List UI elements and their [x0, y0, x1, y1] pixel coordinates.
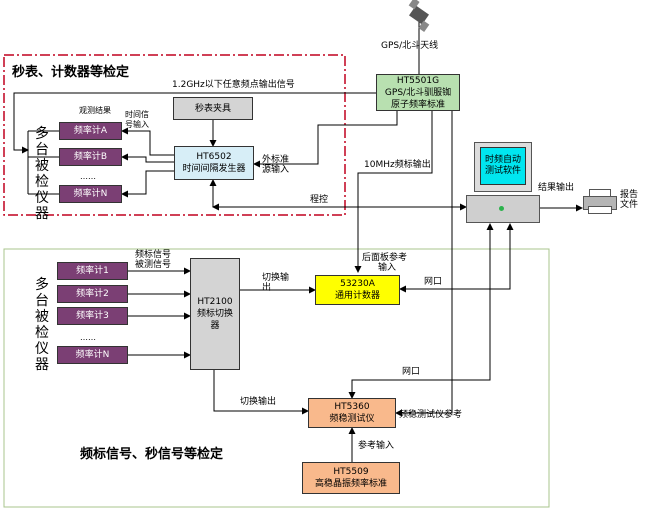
screen-line-1: 时频自动	[484, 155, 521, 165]
freq-signal-line-2: 被测信号	[135, 260, 172, 270]
switcher-line-1: HT2100	[197, 297, 233, 307]
time-signal-label: 时间信 号输入	[125, 110, 149, 130]
counter-3: 频率计3	[57, 307, 128, 325]
counter-b: 频率计B	[59, 148, 122, 166]
switch-out-1-line-2: 出	[262, 283, 272, 293]
generator-line-2: 时间间隔发生器	[182, 164, 246, 174]
gps-antenna-label: GPS/北斗天线	[381, 41, 439, 51]
bottom-devices-label: 多 台 被 检 仪 器	[34, 277, 50, 373]
screen-line-2: 测试软件	[484, 166, 521, 176]
time-interval-generator: HT6502 时间间隔发生器	[174, 146, 254, 180]
report-line-2: 文件	[620, 200, 639, 210]
switcher-line-2: 频标切换	[196, 309, 233, 319]
stability-ref-label: 频稳测试仪参考	[399, 410, 463, 420]
source-line-1: HT5509	[333, 467, 369, 477]
printer-icon	[583, 189, 617, 214]
stability-line-2: 频稳测试仪	[329, 414, 375, 424]
bottom-dots: ……	[80, 333, 96, 342]
bottom-devices-char: 多	[35, 277, 49, 293]
bottom-devices-char: 被	[35, 309, 49, 325]
computer-monitor: 时频自动 测试软件	[474, 142, 532, 192]
gps-line-1: HT5501G	[396, 75, 440, 86]
network-port-label-2: 网口	[402, 367, 421, 377]
universal-counter: 53230A 通用计数器	[315, 275, 400, 305]
counter-n-bottom: 频率计N	[57, 346, 128, 364]
counter-b-label: 频率计B	[73, 152, 108, 162]
power-led-icon	[499, 206, 504, 211]
gps-frequency-standard: HT5501G GPS/北斗驯服铷 原子频率标准	[376, 74, 460, 111]
rear-ref-line-1: 后面板参考	[362, 253, 408, 263]
ext-ref-line-2: 源输入	[262, 165, 290, 175]
bottom-devices-char: 检	[35, 325, 49, 341]
satellite-icon	[408, 0, 430, 33]
signal-output-label: 1.2GHz以下任意频点输出信号	[172, 80, 295, 90]
observe-result-label: 观测结果	[79, 106, 111, 115]
bottom-devices-char: 台	[35, 293, 49, 309]
counter-2-label: 频率计2	[76, 289, 109, 299]
freq-signal-line-1: 频标信号	[135, 250, 172, 260]
counter-1: 频率计1	[57, 262, 128, 280]
counter-3-label: 频率计3	[76, 311, 109, 321]
counter-a: 频率计A	[59, 122, 122, 140]
report-line-1: 报告	[620, 190, 639, 200]
program-control-label: 程控	[310, 195, 329, 205]
source-line-2: 高稳晶振频率标准	[314, 479, 387, 489]
universal-counter-line-1: 53230A	[340, 279, 375, 289]
counter-n-label: 频率计N	[73, 189, 108, 199]
frequency-switcher: HT2100 频标切换 器	[190, 258, 240, 370]
time-signal-line-1: 时间信	[125, 110, 149, 119]
rear-ref-label: 后面板参考 输入	[362, 253, 407, 273]
stopwatch-fixture: 秒表夹具	[173, 97, 253, 120]
counter-a-label: 频率计A	[73, 126, 108, 136]
counter-2: 频率计2	[57, 285, 128, 303]
counter-n: 频率计N	[59, 185, 122, 203]
switch-output-label-1: 切换输 出	[262, 273, 289, 293]
bottom-devices-char: 器	[35, 357, 49, 373]
fixture-label: 秒表夹具	[194, 103, 231, 114]
top-section-title: 秒表、计数器等检定	[12, 65, 130, 80]
top-devices-char: 仪	[35, 190, 49, 206]
report-file-label: 报告 文件	[620, 190, 638, 210]
gps-line-2: GPS/北斗驯服铷	[384, 87, 452, 98]
time-signal-line-2: 号输入	[125, 120, 149, 129]
computer-case	[466, 195, 540, 223]
top-devices-char: 多	[35, 126, 49, 142]
reference-input-label: 参考输入	[358, 441, 395, 451]
gps-line-3: 原子频率标准	[390, 99, 445, 110]
top-devices-char: 检	[35, 174, 49, 190]
top-dots: ……	[80, 172, 96, 181]
monitor-screen: 时频自动 测试软件	[480, 147, 526, 185]
rear-ref-line-2: 输入	[378, 263, 397, 273]
frequency-stability-tester: HT5360 频稳测试仪	[308, 398, 396, 428]
generator-line-1: HT6502	[196, 152, 232, 162]
switch-out-1-line-1: 切换输	[262, 273, 290, 283]
switch-output-label-2: 切换输出	[240, 397, 277, 407]
top-devices-label: 多 台 被 检 仪 器	[34, 126, 50, 222]
top-devices-char: 器	[35, 206, 49, 222]
network-port-label-1: 网口	[424, 277, 443, 287]
result-output-label: 结果输出	[538, 183, 575, 193]
freq-signal-label: 频标信号 被测信号	[135, 250, 171, 270]
high-stability-source: HT5509 高稳晶振频率标准	[302, 462, 400, 494]
counter-n-bottom-label: 频率计N	[75, 350, 110, 360]
top-section-frame	[3, 54, 346, 216]
top-devices-char: 被	[35, 158, 49, 174]
ext-ref-label: 外标准 源输入	[262, 155, 289, 175]
counter-1-label: 频率计1	[76, 266, 109, 276]
bottom-section-title: 频标信号、秒信号等检定	[80, 447, 224, 462]
mhz-output-label: 10MHz频标输出	[364, 160, 431, 170]
bottom-devices-char: 仪	[35, 341, 49, 357]
bottom-section-frame	[3, 248, 550, 508]
universal-counter-line-2: 通用计数器	[334, 291, 380, 301]
ext-ref-line-1: 外标准	[262, 155, 290, 165]
switcher-line-3: 器	[210, 321, 220, 331]
stability-line-1: HT5360	[334, 402, 370, 412]
top-devices-char: 台	[35, 142, 49, 158]
